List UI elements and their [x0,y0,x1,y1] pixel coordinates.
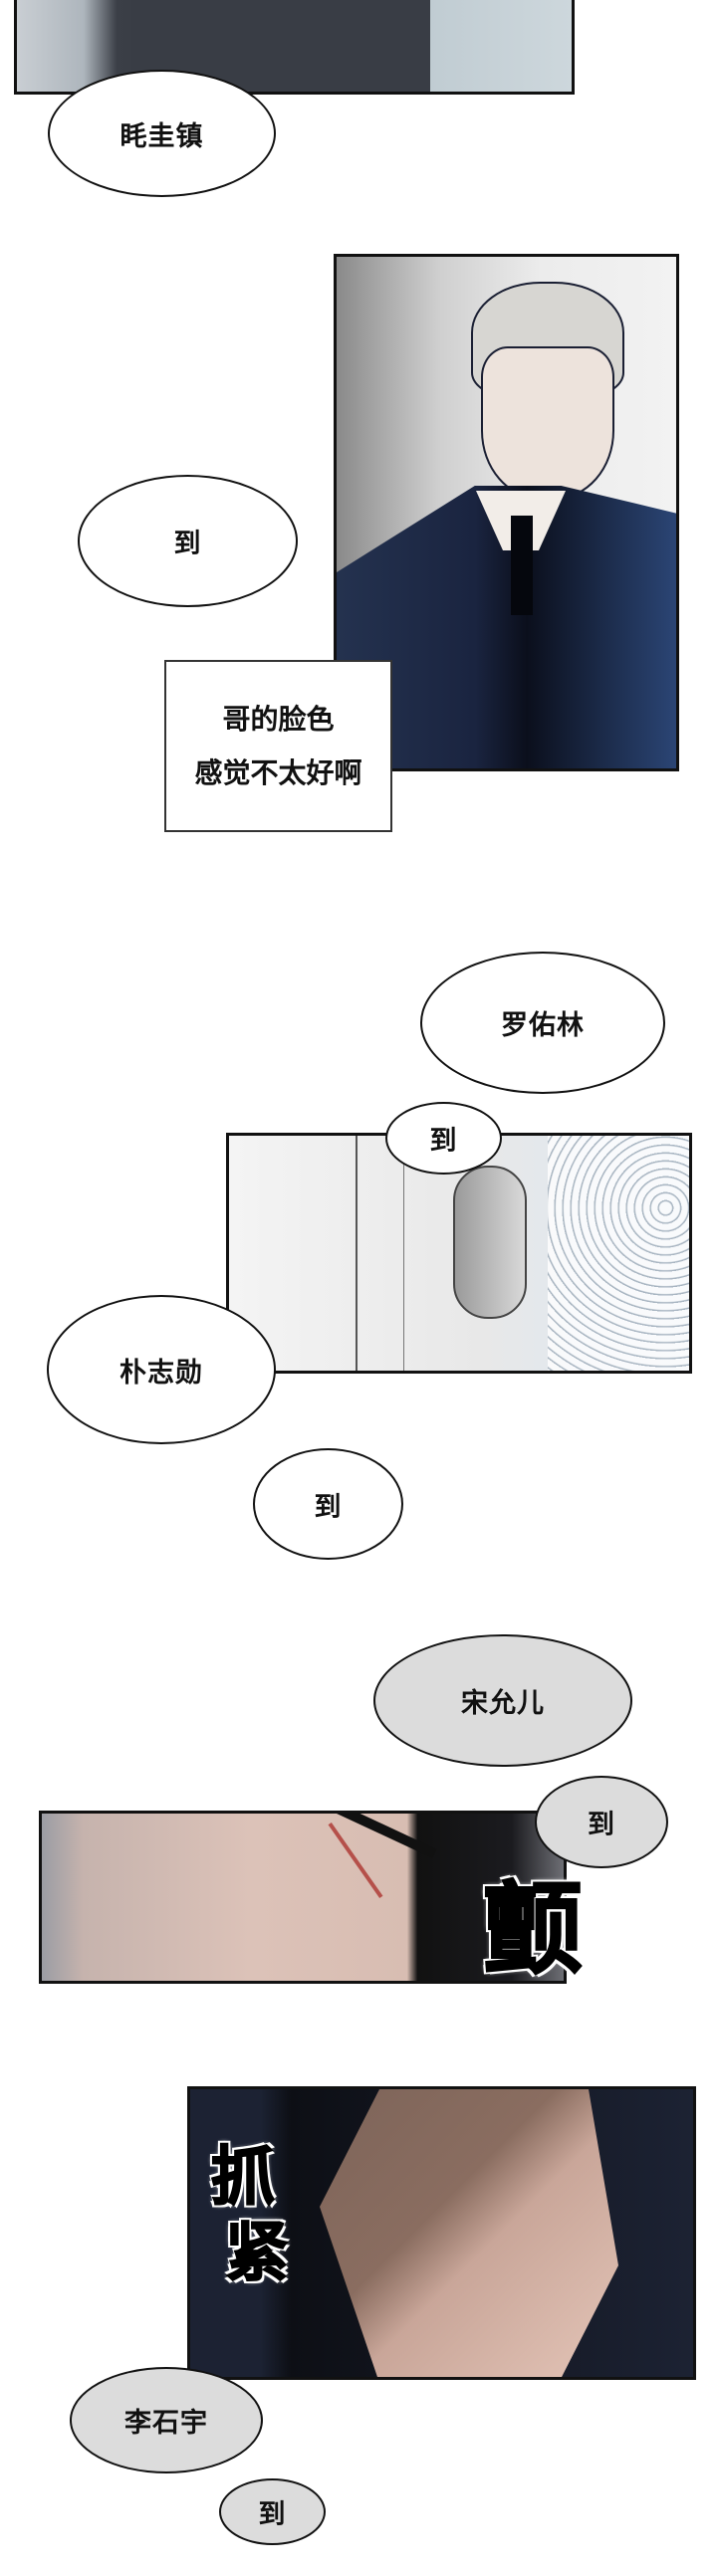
caption-box: 哥的脸色 感觉不太好啊 [164,660,392,832]
speech-bubble-name-1: 眊圭镇 [48,70,276,197]
man-face [481,346,614,500]
sfx-grip-char-1: 抓 [210,2140,276,2216]
speech-bubble-name-2: 罗佑林 [420,952,665,1094]
speech-bubble-name-4: 宋允儿 [373,1634,632,1767]
speech-bubble-reply-1: 到 [78,475,298,607]
eyebrow-line [324,1814,437,1858]
speech-bubble-reply-3: 到 [253,1448,403,1560]
sfx-grip-char-2: 紧 [224,2216,290,2291]
hands-panel [187,2086,696,2380]
speech-bubble-reply-5: 到 [219,2478,326,2545]
speech-bubble-reply-4: 到 [535,1776,668,1868]
man-portrait-panel [334,254,679,771]
sfx-tremble: 颤 [482,1871,584,1988]
caption-line-2: 感觉不太好啊 [194,755,362,789]
door-edge-line-2 [403,1136,404,1371]
eye-closeup-panel [39,1811,567,1984]
man-tie [511,516,533,615]
door-edge-line [356,1136,358,1371]
speech-bubble-name-5: 李石宇 [70,2367,263,2473]
speech-bubble-name-3: 朴志勋 [47,1295,276,1444]
clasped-hands [320,2089,618,2377]
eye-line [328,1822,383,1899]
caption-line-1: 哥的脸色 [222,703,335,737]
fan-grill [548,1136,689,1371]
lock-plate [453,1166,527,1319]
sfx-grip: 抓 紧 [210,2140,290,2291]
speech-bubble-reply-2: 到 [385,1102,502,1175]
